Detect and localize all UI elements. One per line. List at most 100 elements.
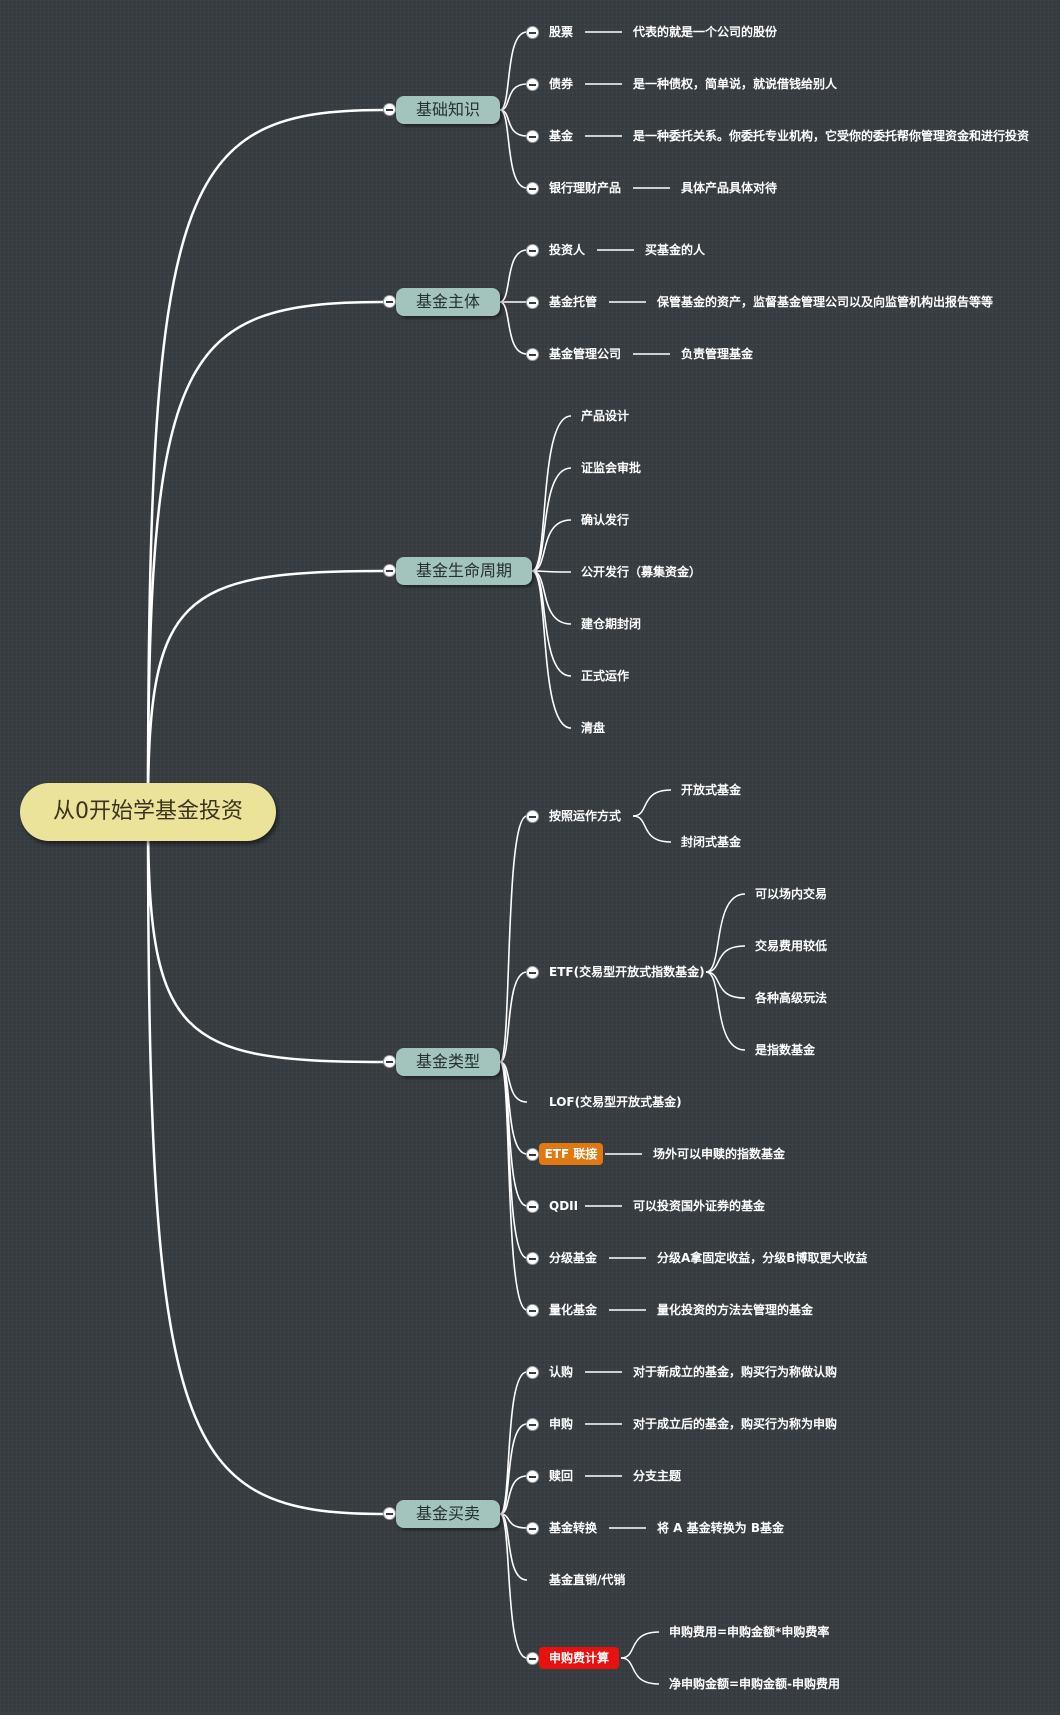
- node-bank[interactable]: 银行理财产品: [549, 181, 622, 195]
- node-lof[interactable]: LOF(交易型开放式基金): [549, 1095, 682, 1109]
- branch-connector: [531, 415, 572, 572]
- note-custodian[interactable]: 保管基金的资产，监督基金管理公司以及向监管机构出报告等等: [657, 295, 994, 309]
- branch-connector: [499, 1061, 528, 1311]
- leaf-connector: [620, 1631, 660, 1659]
- collapse-toggle-trading[interactable]: [384, 1508, 395, 1519]
- node-custodian[interactable]: 基金托管: [549, 295, 598, 309]
- leaf-connector: [705, 893, 746, 973]
- node-manager[interactable]: 基金管理公司: [549, 347, 622, 361]
- note-bank[interactable]: 具体产品具体对待: [681, 181, 778, 195]
- node-convert[interactable]: 基金转换: [549, 1521, 598, 1535]
- topic-basics[interactable]: 基础知识: [396, 96, 500, 124]
- note-bonds[interactable]: 是一种债权，简单说，就说借钱给别人: [633, 77, 838, 91]
- collapse-toggle-lifecycle[interactable]: [384, 565, 395, 576]
- root-topic[interactable]: 从0开始学基金投资: [20, 783, 276, 841]
- node-by-operation[interactable]: 按照运作方式: [549, 809, 622, 823]
- node-fund[interactable]: 基金: [549, 129, 574, 143]
- lifecycle-step[interactable]: 正式运作: [581, 669, 630, 683]
- collapse-toggle-by-operation[interactable]: [527, 811, 538, 822]
- collapse-toggle-custodian[interactable]: [527, 297, 538, 308]
- note-quant[interactable]: 量化投资的方法去管理的基金: [657, 1303, 814, 1317]
- root-connector-trading: [146, 811, 385, 1516]
- node-quant[interactable]: 量化基金: [549, 1303, 598, 1317]
- lifecycle-step[interactable]: 公开发行（募集资金）: [581, 565, 702, 579]
- note-convert[interactable]: 将 A 基金转换为 B基金: [657, 1521, 784, 1535]
- lifecycle-step[interactable]: 建仓期封闭: [581, 617, 642, 631]
- node-direct[interactable]: 基金直销/代销: [549, 1573, 626, 1587]
- lifecycle-step[interactable]: 确认发行: [581, 513, 630, 527]
- branch-connector: [531, 570, 572, 573]
- lifecycle-step[interactable]: 产品设计: [581, 409, 630, 423]
- topic-trading[interactable]: 基金买卖: [396, 1500, 500, 1528]
- node-fee-calc[interactable]: 申购费计算: [539, 1647, 619, 1669]
- note-subscribe[interactable]: 对于新成立的基金，购买行为称做认购: [633, 1365, 838, 1379]
- leaf-etf-feature[interactable]: 可以场内交易: [755, 887, 828, 901]
- note-purchase[interactable]: 对于成立后的基金，购买行为称为申购: [633, 1417, 838, 1431]
- topic-parties[interactable]: 基金主体: [396, 288, 500, 316]
- collapse-toggle-subscribe[interactable]: [527, 1367, 538, 1378]
- leaf-etf-feature[interactable]: 各种高级玩法: [755, 991, 828, 1005]
- lifecycle-step[interactable]: 证监会审批: [581, 461, 642, 475]
- leaf-fee-formula[interactable]: 申购费用=申购金额*申购费率: [669, 1625, 830, 1639]
- note-etf-link[interactable]: 场外可以申赎的指数基金: [653, 1147, 786, 1161]
- branch-connector: [499, 1513, 528, 1659]
- leaf-etf-feature[interactable]: 交易费用较低: [755, 939, 828, 953]
- node-qdii[interactable]: QDII: [549, 1199, 579, 1213]
- note-investor[interactable]: 买基金的人: [645, 243, 706, 257]
- collapse-toggle-qdii[interactable]: [527, 1201, 538, 1212]
- note-fund[interactable]: 是一种委托关系。你委托专业机构，它受你的委托帮你管理资金和进行投资: [633, 129, 1030, 143]
- leaf-connector: [632, 815, 672, 843]
- node-redeem[interactable]: 赎回: [549, 1469, 574, 1483]
- collapse-toggle-fee-calc[interactable]: [527, 1653, 538, 1664]
- root-connector-lifecycle: [146, 569, 385, 813]
- collapse-toggle-bank[interactable]: [527, 183, 538, 194]
- collapse-toggle-fund[interactable]: [527, 131, 538, 142]
- collapse-toggle-bonds[interactable]: [527, 79, 538, 90]
- topic-types[interactable]: 基金类型: [396, 1048, 500, 1076]
- collapse-toggle-quant[interactable]: [527, 1305, 538, 1316]
- note-graded[interactable]: 分级A拿固定收益，分级B博取更大收益: [657, 1251, 868, 1265]
- node-investor[interactable]: 投资人: [549, 243, 586, 257]
- leaf-open-fund[interactable]: 开放式基金: [681, 783, 742, 797]
- note-stocks[interactable]: 代表的就是一个公司的股份: [633, 25, 778, 39]
- branch-connector: [531, 519, 572, 572]
- node-subscribe[interactable]: 认购: [549, 1365, 574, 1379]
- collapse-toggle-purchase[interactable]: [527, 1419, 538, 1430]
- collapse-toggle-investor[interactable]: [527, 245, 538, 256]
- node-etf-link[interactable]: ETF 联接: [539, 1143, 603, 1165]
- node-purchase[interactable]: 申购: [549, 1417, 574, 1431]
- leaf-connector: [620, 1657, 660, 1685]
- branch-connector: [499, 1371, 528, 1515]
- note-redeem[interactable]: 分支主题: [633, 1469, 682, 1483]
- leaf-connector: [705, 945, 746, 973]
- node-etf[interactable]: ETF(交易型开放式指数基金): [549, 965, 705, 979]
- note-qdii[interactable]: 可以投资国外证券的基金: [633, 1199, 766, 1213]
- leaf-fee-formula[interactable]: 净申购金额=申购金额-申购费用: [669, 1677, 841, 1691]
- node-stocks[interactable]: 股票: [549, 25, 574, 39]
- leaf-etf-feature[interactable]: 是指数基金: [755, 1043, 816, 1057]
- note-manager[interactable]: 负责管理基金: [681, 347, 754, 361]
- collapse-toggle-types[interactable]: [384, 1056, 395, 1067]
- collapse-toggle-manager[interactable]: [527, 349, 538, 360]
- collapse-toggle-basics[interactable]: [384, 104, 395, 115]
- collapse-toggle-parties[interactable]: [384, 296, 395, 307]
- collapse-toggle-stocks[interactable]: [527, 27, 538, 38]
- topic-lifecycle[interactable]: 基金生命周期: [396, 557, 532, 585]
- node-bonds[interactable]: 债券: [549, 77, 574, 91]
- root-connector-basics: [146, 108, 385, 813]
- collapse-toggle-convert[interactable]: [527, 1523, 538, 1534]
- collapse-toggle-etf-link[interactable]: [527, 1149, 538, 1160]
- leaf-connector: [705, 971, 746, 999]
- leaf-closed-fund[interactable]: 封闭式基金: [681, 835, 742, 849]
- branch-connector: [499, 301, 528, 355]
- collapse-toggle-graded[interactable]: [527, 1253, 538, 1264]
- leaf-connector: [705, 971, 746, 1051]
- lifecycle-step[interactable]: 清盘: [581, 721, 606, 735]
- collapse-toggle-redeem[interactable]: [527, 1471, 538, 1482]
- collapse-toggle-etf[interactable]: [527, 967, 538, 978]
- branch-connector: [531, 570, 572, 729]
- node-graded[interactable]: 分级基金: [549, 1251, 598, 1265]
- branch-connector: [499, 109, 528, 189]
